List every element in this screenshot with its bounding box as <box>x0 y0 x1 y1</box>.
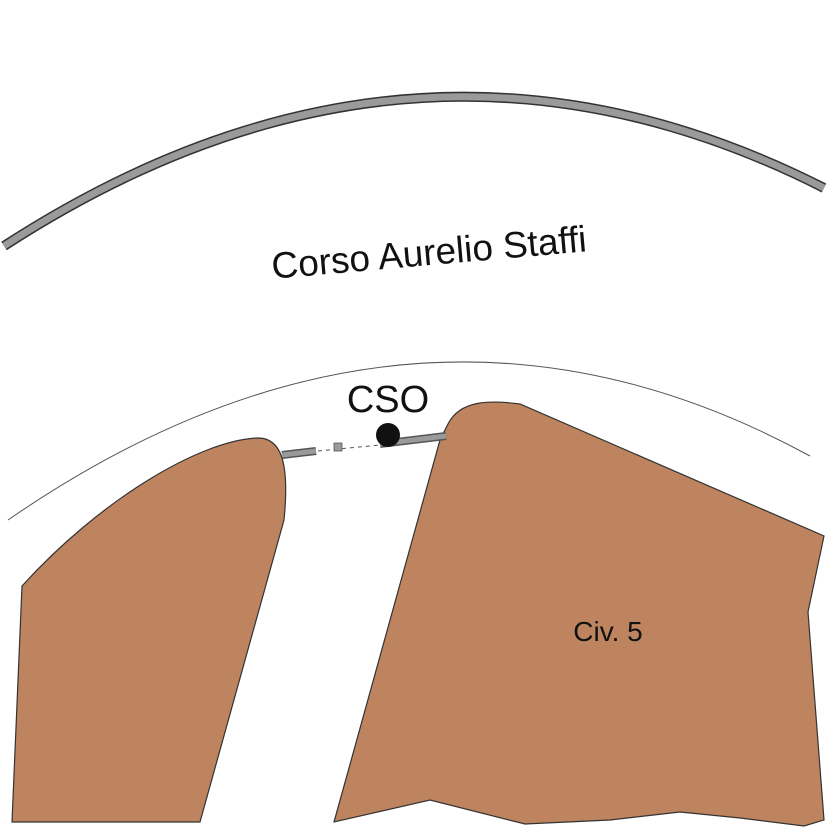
cso-label: CSO <box>347 379 429 421</box>
fence-dashed <box>317 444 381 452</box>
building-label: Civ. 5 <box>573 616 643 647</box>
fence-post <box>333 442 343 452</box>
road-edge-bottom <box>7 361 811 521</box>
cso-point-marker[interactable] <box>376 423 400 447</box>
road-edge-top-fill <box>2 93 826 249</box>
building-left <box>11 437 287 823</box>
fence-segment-left-fill <box>281 448 317 458</box>
street-name-label: Corso Aurelio Staffi <box>270 218 588 286</box>
building-civ5 <box>333 401 825 827</box>
road-edge-top <box>1 91 827 251</box>
